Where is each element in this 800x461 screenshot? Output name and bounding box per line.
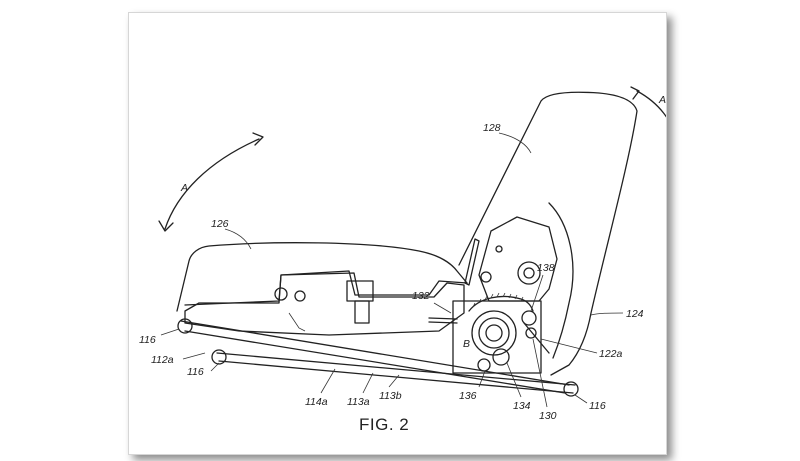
leader-136 xyxy=(478,370,486,388)
recliner-rivet-2 xyxy=(480,271,492,283)
gear-130 xyxy=(525,327,537,339)
label-126: 126 xyxy=(211,218,229,230)
label-112a: 112a xyxy=(151,354,174,366)
label-a-left: A xyxy=(180,182,188,194)
latch-bracket xyxy=(354,300,370,324)
rail-113b-bottom xyxy=(218,360,574,394)
recliner-disc-mid xyxy=(478,317,510,349)
recliner-upper-pivot xyxy=(517,261,541,285)
sector-gear-teeth xyxy=(472,292,524,308)
arrow-a-right-head-top xyxy=(630,86,640,100)
roller-116-right xyxy=(563,381,579,397)
drive-gear-134 xyxy=(492,348,510,366)
gear-link-arm xyxy=(523,322,550,354)
leader-113b xyxy=(388,374,400,388)
label-113b: 113b xyxy=(379,390,402,402)
label-116-right: 116 xyxy=(589,400,606,412)
leader-114a xyxy=(320,368,336,394)
recliner-disc-outer xyxy=(471,310,517,356)
arrow-a-left-head-bottom xyxy=(158,220,174,232)
roller-116-left xyxy=(177,318,193,334)
leader-130 xyxy=(532,338,548,408)
label-132: 132 xyxy=(412,290,430,302)
rail-113a-bottom xyxy=(184,330,566,394)
recliner-upper-pivot-inner xyxy=(523,267,535,279)
patent-drawing-sheet: A A 128 126 124 132 138 122a 116 112a 11… xyxy=(128,12,667,455)
recliner-rivet-1 xyxy=(495,245,503,253)
pivot-hole-2 xyxy=(294,290,306,302)
latch-block xyxy=(346,280,374,302)
label-122a: 122a xyxy=(599,348,623,360)
label-130: 130 xyxy=(539,410,557,422)
leader-116-right xyxy=(574,394,588,404)
label-113a: 113a xyxy=(347,396,370,408)
label-b: B xyxy=(463,338,470,350)
gear-138 xyxy=(521,310,537,326)
leader-134 xyxy=(506,362,522,398)
arrow-a-left-arc xyxy=(164,138,260,230)
sector-gear xyxy=(468,295,534,312)
pivot-hole-1 xyxy=(274,287,288,301)
label-114a: 114a xyxy=(305,396,328,408)
seat-back-inner-edge xyxy=(548,202,574,359)
label-116-left: 116 xyxy=(139,334,156,346)
cable-132-b xyxy=(428,321,458,324)
rail-113b-top xyxy=(216,352,576,386)
recliner-upper-plate xyxy=(478,216,558,302)
arrow-a-right-arc xyxy=(636,90,666,118)
leader-113a xyxy=(362,372,374,394)
label-a-right: A xyxy=(658,94,666,106)
leader-112a xyxy=(182,352,206,360)
side-frame-plate xyxy=(184,272,465,336)
label-116-mid: 116 xyxy=(187,366,204,378)
leader-116-left xyxy=(160,328,180,336)
label-138: 138 xyxy=(537,262,555,274)
drive-gear-136 xyxy=(477,358,491,372)
leader-116-mid xyxy=(210,362,220,372)
seat-cushion-outline xyxy=(176,242,468,312)
roller-116-mid xyxy=(211,349,227,365)
label-136: 136 xyxy=(459,390,477,402)
arrow-a-left-head-top xyxy=(252,132,264,146)
leader-122a xyxy=(540,338,598,354)
leader-128 xyxy=(498,132,532,154)
leader-126 xyxy=(224,228,252,250)
leader-132 xyxy=(433,302,452,314)
seat-mechanism-drawing: A A 128 126 124 132 138 122a 116 112a 11… xyxy=(139,86,666,422)
rail-113a-top xyxy=(180,320,570,386)
back-strut xyxy=(464,238,480,286)
frame-rib xyxy=(288,312,306,332)
recliner-disc-hub xyxy=(485,324,503,342)
cable-132 xyxy=(428,317,458,320)
leader-124 xyxy=(590,312,624,316)
label-134: 134 xyxy=(513,400,531,412)
label-124: 124 xyxy=(626,308,644,320)
label-128: 128 xyxy=(483,122,501,134)
figure-caption: FIG. 2 xyxy=(359,415,410,434)
seat-back-outline xyxy=(458,91,638,376)
leader-138 xyxy=(530,274,544,312)
